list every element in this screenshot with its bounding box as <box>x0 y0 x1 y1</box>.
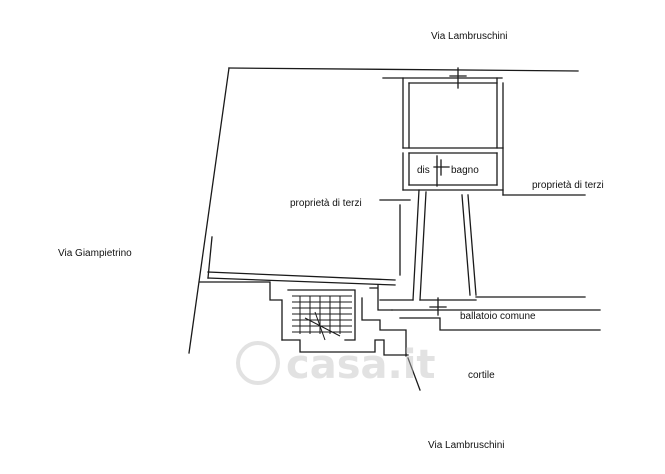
partition-wall <box>199 281 283 341</box>
top-street-line <box>228 67 579 72</box>
stair-wall <box>281 339 409 356</box>
left-room-wall <box>379 199 411 276</box>
street-label-left: Via Giampietrino <box>58 248 132 259</box>
wm-circle <box>236 341 280 385</box>
balcony-label: ballatoio comune <box>460 311 536 322</box>
room-label-dis: dis <box>417 165 430 176</box>
stair-wall <box>361 297 407 357</box>
room-wall <box>402 147 504 154</box>
stair-steps <box>299 296 341 334</box>
street-label-top: Via Lambruschini <box>431 31 508 42</box>
room-wall <box>402 184 504 191</box>
partition-wall <box>207 271 396 286</box>
stair-steps <box>292 295 352 333</box>
stair-wall <box>287 289 356 341</box>
watermark: casa.it <box>286 342 436 388</box>
third-party-label-left: proprietà di terzi <box>290 198 362 209</box>
courtyard-line <box>407 357 421 391</box>
third-party-label-right: proprietà di terzi <box>532 180 604 191</box>
room-label-bagno: bagno <box>451 165 479 176</box>
corridor-wall <box>412 189 427 301</box>
boundary-wall <box>188 67 230 354</box>
door-mark <box>429 297 447 316</box>
door-mark <box>449 67 467 89</box>
corridor-wall <box>461 194 477 296</box>
stair-arrow <box>304 311 341 341</box>
balcony-line <box>399 317 601 331</box>
partition-wall <box>207 236 213 279</box>
room-wall <box>402 77 410 149</box>
room-wall <box>496 77 504 196</box>
door-mark <box>433 159 450 176</box>
courtyard-label: cortile <box>468 370 495 381</box>
stair-wall <box>369 284 393 311</box>
street-label-bottom: Via Lambruschini <box>428 440 505 451</box>
room-wall <box>402 152 410 191</box>
